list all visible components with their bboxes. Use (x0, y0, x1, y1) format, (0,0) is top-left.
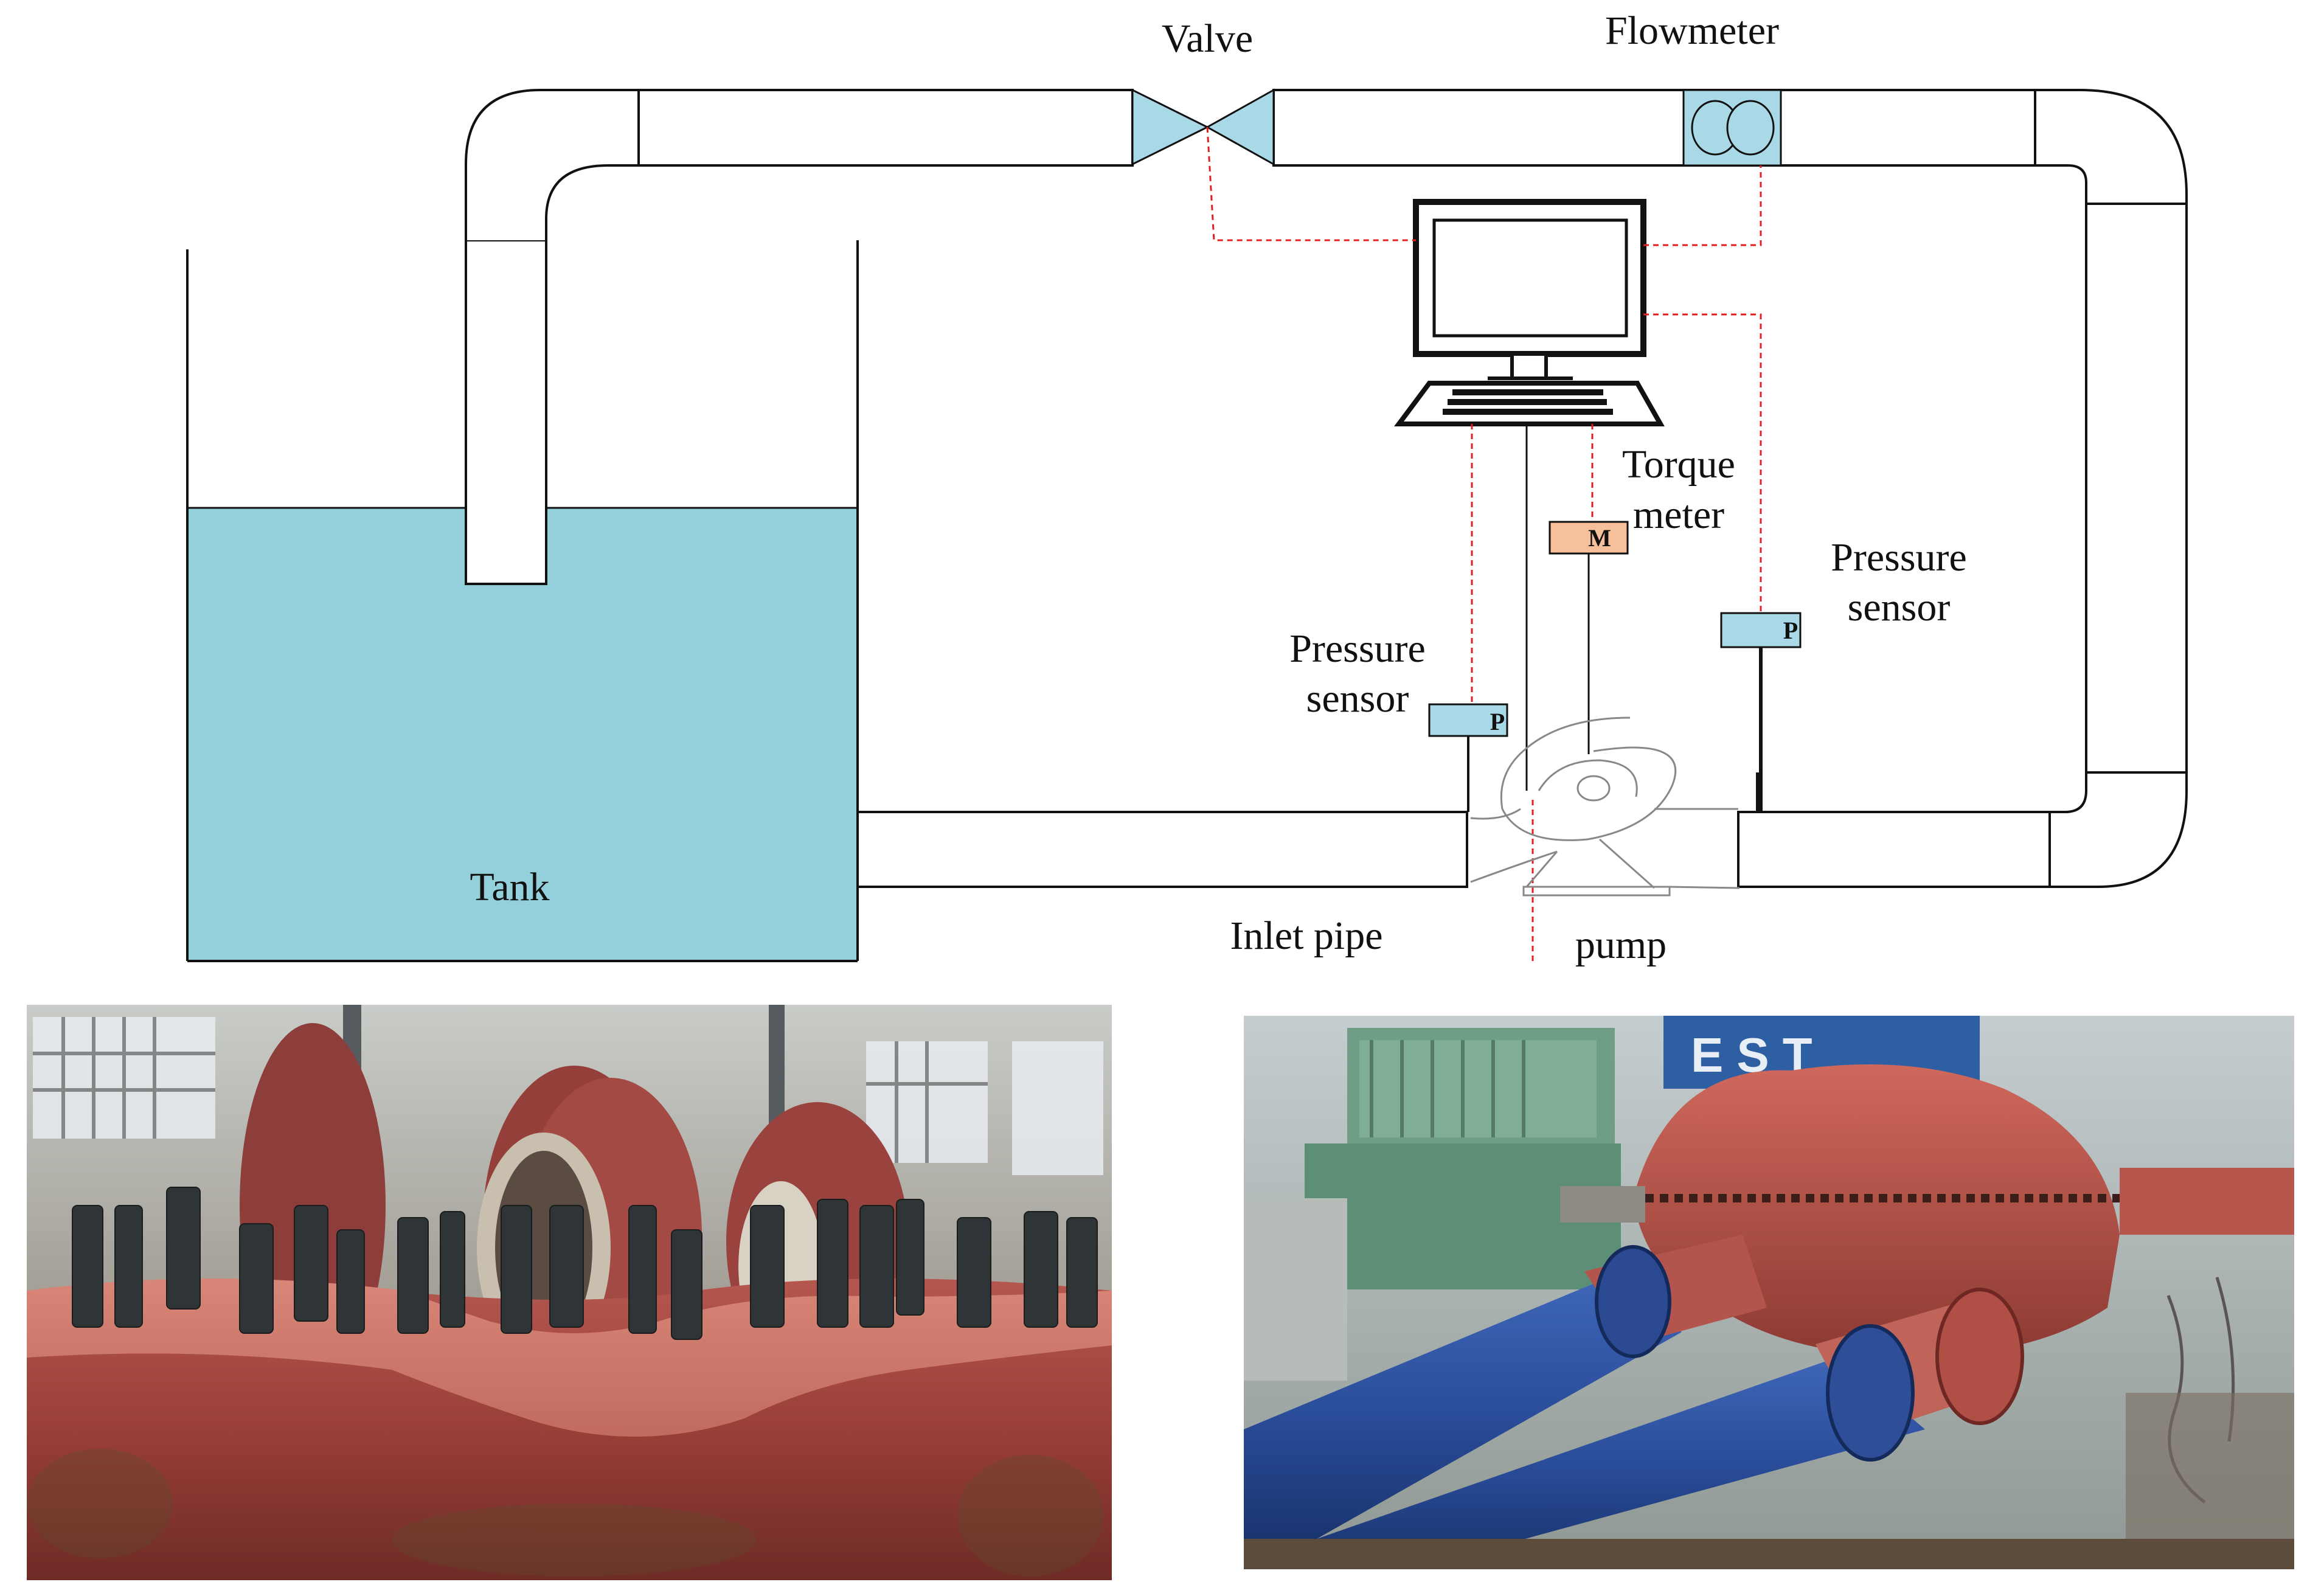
label-inlet-pipe: Inlet pipe (1230, 914, 1382, 958)
inlet-pipe-shape (856, 811, 1468, 888)
signal-lines (1206, 127, 1762, 964)
torque-meter: M (1549, 521, 1629, 754)
pump-casing-photo (27, 1005, 1112, 1580)
label-flowmeter: Flowmeter (1605, 9, 1779, 53)
flowmeter (1682, 89, 1782, 167)
torque-meter-letter: M (1588, 524, 1611, 552)
label-torque-1: Torque (1622, 442, 1735, 487)
label-pump: pump (1575, 923, 1667, 967)
label-pressure-left-1: Pressure (1289, 626, 1426, 671)
computer (1394, 199, 1665, 426)
label-torque-2: meter (1633, 493, 1724, 537)
pump-test-rig-photo: EST (1244, 1016, 2294, 1569)
pressure-sensor-left: P (1428, 703, 1508, 812)
pump-shape (1470, 716, 1740, 897)
test-rig-schematic: M P P Valve Flowmeter Torque meter Press… (186, 9, 2188, 967)
return-pipe (465, 89, 2188, 888)
pressure-sensor-right: P (1720, 612, 1802, 812)
label-tank: Tank (470, 865, 549, 909)
pressure-sensor-right-letter: P (1783, 617, 1798, 644)
label-valve: Valve (1162, 16, 1253, 61)
label-pressure-right-1: Pressure (1831, 535, 1967, 580)
pressure-sensor-left-letter: P (1490, 708, 1505, 735)
valve (1131, 88, 1275, 166)
label-pressure-right-2: sensor (1848, 585, 1951, 630)
label-pressure-left-2: sensor (1306, 676, 1409, 721)
